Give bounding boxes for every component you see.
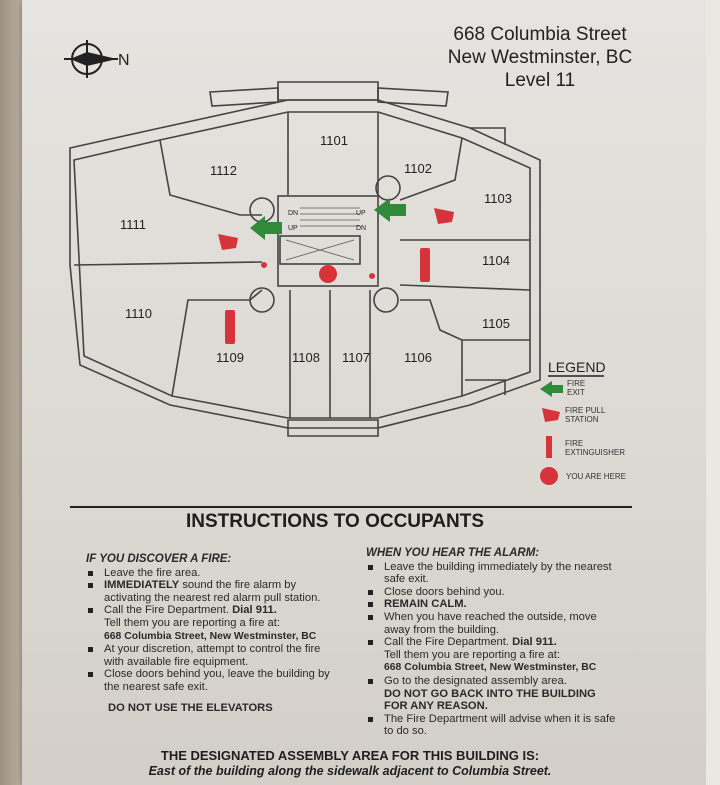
legend-label: EXTINGUISHER — [565, 448, 625, 457]
unit-label: 1105 — [482, 316, 510, 331]
fire-pull-station-icon — [434, 208, 454, 224]
stair-dn-label: DN — [288, 210, 298, 217]
unit-label: 1107 — [342, 350, 370, 365]
unit-label: 1102 — [404, 161, 432, 176]
marker-dot — [261, 262, 267, 268]
list-item: The Fire Department will advise when it … — [366, 713, 616, 738]
list-item: When you have reached the outside, move … — [366, 611, 616, 636]
legend-label: STATION — [565, 415, 599, 424]
alarm-heading: WHEN YOU HEAR THE ALARM: — [366, 547, 540, 559]
building-outline — [69, 81, 541, 437]
you-are-here-legend-icon — [540, 467, 558, 485]
legend-label: EXIT — [567, 388, 585, 397]
fire-pull-station-legend-icon — [542, 408, 560, 422]
elevator-warning: DO NOT USE THE ELEVATORS — [108, 701, 273, 714]
compass-north-label: N — [118, 52, 130, 69]
unit-label: 1111 — [120, 217, 146, 232]
wall-edge — [706, 0, 720, 785]
legend: LEGEND FIRE EXIT FIRE PULL STATION FIRE … — [540, 359, 626, 485]
list-item: Call the Fire Department. Dial 911.Tell … — [86, 604, 336, 643]
discover-heading: IF YOU DISCOVER A FIRE: — [86, 553, 232, 565]
fire-exit-arrow-icon — [374, 198, 406, 222]
you-are-here-icon — [319, 265, 337, 283]
assembly-location: East of the building along the sidewalk … — [148, 764, 552, 778]
list-item: Leave the fire area. — [86, 567, 336, 580]
fire-safety-sign — [22, 0, 706, 785]
legend-label: FIRE — [567, 379, 585, 388]
unit-label: 1110 — [125, 306, 152, 321]
list-item: IMMEDIATELY sound the fire alarm by acti… — [86, 579, 336, 604]
fire-exit-arrow-icon — [250, 216, 282, 240]
unit-label: 1109 — [216, 350, 244, 365]
hear-alarm-section: WHEN YOU HEAR THE ALARM: Leave the build… — [366, 547, 616, 738]
legend-label: FIRE PULL — [565, 406, 606, 415]
address-line-1: 668 Columbia Street — [453, 24, 627, 45]
discover-fire-section: IF YOU DISCOVER A FIRE: Leave the fire a… — [86, 553, 336, 714]
unit-label: 1112 — [210, 163, 237, 178]
fire-extinguisher-icon — [225, 310, 235, 344]
unit-label: 1103 — [484, 191, 512, 206]
compass-icon: N — [64, 40, 130, 78]
unit-label: 1101 — [320, 133, 348, 148]
stair-up-label: UP — [356, 210, 366, 217]
fire-extinguisher-icon — [420, 248, 430, 282]
list-item: REMAIN CALM. — [366, 598, 616, 611]
unit-label: 1106 — [404, 350, 432, 365]
legend-label: YOU ARE HERE — [566, 472, 626, 481]
stairwell — [285, 207, 360, 261]
list-item: Go to the designated assembly area.DO NO… — [366, 675, 616, 713]
instructions-title: INSTRUCTIONS TO OCCUPANTS — [185, 511, 485, 532]
list-item: Close doors behind you, leave the buildi… — [86, 668, 336, 693]
list-item: Call the Fire Department. Dial 911.Tell … — [366, 636, 616, 675]
legend-title: LEGEND — [548, 359, 606, 375]
fire-exit-legend-icon — [540, 381, 563, 397]
unit-label: 1108 — [292, 350, 320, 365]
floor-plan: N DN UP UP DN — [64, 40, 626, 485]
stair-up-label: UP — [288, 225, 298, 232]
divider — [70, 506, 632, 508]
marker-dot — [369, 273, 375, 279]
unit-label: 1104 — [482, 253, 510, 268]
list-item: Leave the building immediately by the ne… — [366, 561, 616, 586]
list-item: Close doors behind you. — [366, 586, 616, 599]
legend-label: FIRE — [565, 439, 583, 448]
fire-pull-station-icon — [218, 234, 238, 250]
fire-extinguisher-legend-icon — [546, 436, 552, 458]
stair-dn-label: DN — [356, 225, 366, 232]
level-label: Level 11 — [504, 70, 576, 91]
list-item: At your discretion, attempt to control t… — [86, 643, 336, 668]
address-line-2: New Westminster, BC — [447, 47, 633, 68]
assembly-heading: THE DESIGNATED ASSEMBLY AREA FOR THIS BU… — [160, 748, 540, 763]
